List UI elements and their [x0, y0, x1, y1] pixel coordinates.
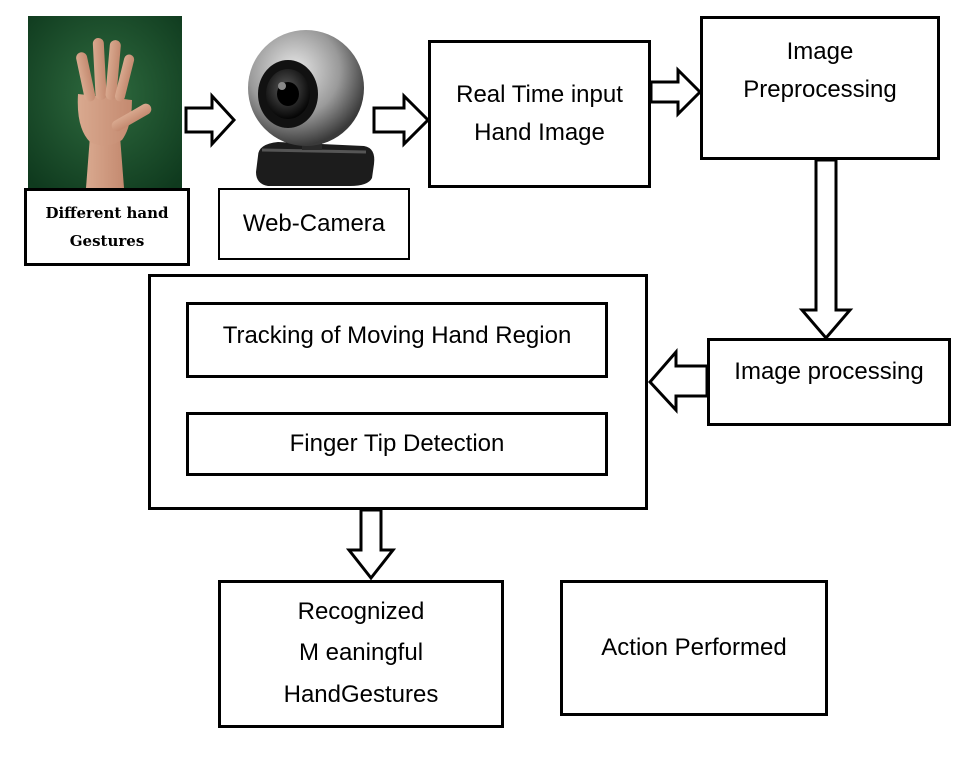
gestures-caption-line-1: Different hand	[45, 203, 169, 222]
arrow-container-to-recognized	[345, 508, 397, 581]
arrow-realtime-to-preprocess	[649, 66, 703, 118]
webcam-icon	[248, 30, 375, 186]
image-processing-label: Image processing	[734, 358, 924, 385]
gestures-caption-box: Different hand Gestures	[24, 188, 190, 266]
webcam-caption: Web-Camera	[242, 209, 386, 237]
fingertip-box: Finger Tip Detection	[186, 412, 608, 476]
gestures-caption-line-2: Gestures	[69, 232, 145, 250]
action-performed-box: Action Performed	[560, 580, 828, 716]
arrow-hand-to-camera	[184, 92, 237, 148]
recognized-line-1: Recognized	[297, 598, 425, 625]
raised-hand-photo-icon	[28, 16, 182, 188]
preprocess-line-1: Image	[786, 38, 854, 65]
webcam-illustration	[238, 26, 378, 194]
preprocessing-box: Image Preprocessing	[700, 16, 940, 160]
preprocess-line-2: Preprocessing	[743, 76, 897, 104]
recognized-line-2: M eaningful	[298, 639, 424, 667]
action-performed-label: Action Performed	[601, 633, 787, 661]
arrow-camera-to-realtime	[372, 92, 431, 148]
arrow-processing-to-container	[647, 347, 709, 414]
webcam-caption-box: Web-Camera	[218, 188, 410, 260]
hand-photo	[28, 16, 182, 188]
tracking-label: Tracking of Moving Hand Region	[222, 322, 572, 349]
realtime-input-box: Real Time input Hand Image	[428, 40, 651, 188]
realtime-line-2: Hand Image	[474, 119, 605, 146]
recognized-gestures-box: Recognized M eaningful HandGestures	[218, 580, 504, 728]
tracking-box: Tracking of Moving Hand Region	[186, 302, 608, 378]
gestures-caption: Different hand Gestures	[45, 199, 168, 256]
fingertip-label: Finger Tip Detection	[289, 430, 505, 457]
image-processing-box: Image processing	[707, 338, 951, 426]
realtime-line-1: Real Time input	[456, 80, 623, 108]
recognized-line-3: HandGestures	[283, 680, 439, 708]
arrow-preprocess-to-processing	[798, 158, 854, 341]
